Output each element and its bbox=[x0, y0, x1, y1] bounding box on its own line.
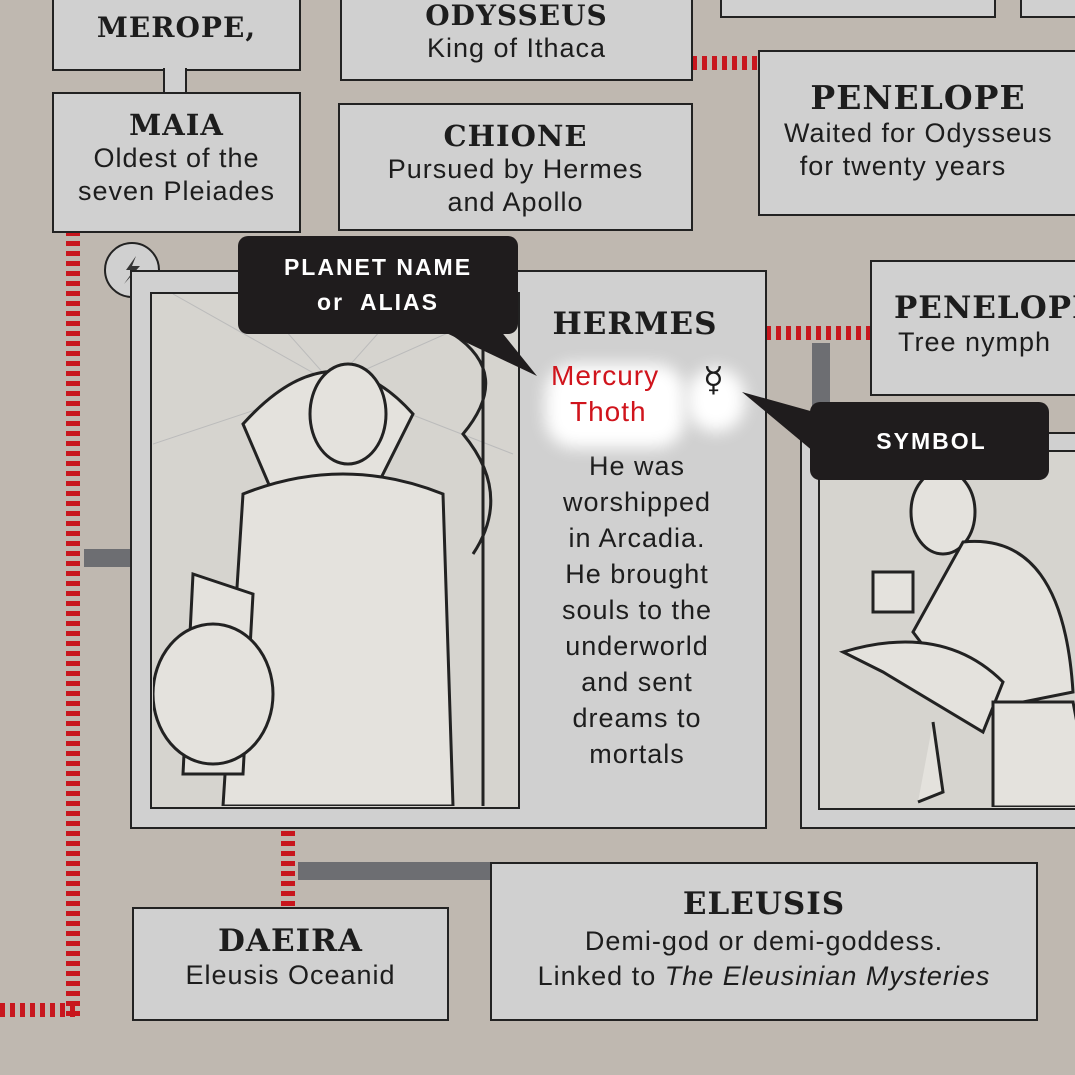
node-name: CHIONE bbox=[443, 119, 588, 153]
node-penelope[interactable]: PENELOPE Waited for Odysseus for twenty … bbox=[758, 50, 1075, 216]
node-odysseus[interactable]: ODYSSEUS King of Ithaca bbox=[340, 0, 693, 81]
desc-line: souls to the bbox=[561, 595, 713, 625]
node-eleusis[interactable]: ELEUSIS Demi-god or demi-goddess. Linked… bbox=[490, 862, 1038, 1021]
node-desc: King of Ithaca bbox=[426, 33, 607, 63]
symbol-callout: SYMBOL bbox=[810, 402, 1049, 480]
node-desc: Waited for Odysseus bbox=[784, 118, 1053, 148]
node-desc: Tree nymph bbox=[898, 327, 1052, 357]
desc-line: underworld bbox=[565, 631, 709, 661]
desc-line: in Arcadia. bbox=[568, 523, 706, 553]
pan-illustration bbox=[818, 450, 1075, 810]
desc-title: The Eleusinian Mysteries bbox=[664, 961, 991, 991]
node-top-2[interactable] bbox=[1020, 0, 1075, 18]
desc-line: dreams to bbox=[572, 703, 702, 733]
hermes-text-column: HERMES Mercury Thoth ☿ He was worshipped… bbox=[527, 272, 767, 772]
node-name: PENELOPE bbox=[894, 290, 1075, 326]
tab-connector bbox=[163, 68, 187, 95]
node-desc: Oldest of the bbox=[93, 143, 260, 173]
alias-name: Thoth bbox=[570, 396, 647, 427]
node-name: ELEUSIS bbox=[682, 886, 846, 922]
node-name: ODYSSEUS bbox=[425, 0, 608, 32]
mercury-symbol-icon: ☿ bbox=[703, 360, 724, 400]
node-maia[interactable]: MAIA Oldest of the seven Pleiades bbox=[52, 92, 301, 233]
node-desc: seven Pleiades bbox=[77, 176, 276, 206]
descent-line bbox=[84, 549, 130, 567]
marriage-line bbox=[692, 56, 758, 70]
desc-prefix: Linked to bbox=[537, 961, 665, 991]
hermes-illustration bbox=[150, 292, 520, 809]
node-pan[interactable] bbox=[800, 432, 1075, 829]
planet-name-callout: PLANET NAME or ALIAS bbox=[238, 236, 518, 334]
alias-name: Mercury bbox=[551, 360, 660, 391]
callout-text: PLANET NAME bbox=[283, 254, 473, 280]
node-desc: and Apollo bbox=[447, 187, 584, 217]
callout-text: SYMBOL bbox=[876, 428, 987, 454]
planet-callout-pointer bbox=[440, 330, 537, 376]
node-desc: Demi-god or demi-goddess. bbox=[584, 926, 944, 956]
node-name: MEROPE, bbox=[96, 11, 257, 44]
marriage-line bbox=[0, 1003, 78, 1017]
marriage-line bbox=[66, 232, 80, 1016]
node-daeira[interactable]: DAEIRA Eleusis Oceanid bbox=[132, 907, 449, 1021]
pan-figure-image bbox=[838, 468, 1075, 809]
node-name: HERMES bbox=[552, 306, 718, 342]
node-name: PENELOPE bbox=[810, 78, 1026, 117]
node-desc: Linked to The Eleusinian Mysteries bbox=[492, 960, 1036, 993]
hermes-description: He was worshipped in Arcadia. He brought… bbox=[507, 448, 767, 772]
desc-line: He was bbox=[588, 451, 686, 481]
symbol-callout-pointer bbox=[742, 392, 814, 452]
node-penelope-nymph[interactable]: PENELOPE Tree nymph bbox=[870, 260, 1075, 396]
node-desc: Eleusis Oceanid bbox=[185, 960, 396, 990]
desc-line: worshipped bbox=[562, 487, 712, 517]
descent-line bbox=[298, 862, 490, 880]
desc-line: mortals bbox=[589, 739, 685, 769]
callout-text: or ALIAS bbox=[317, 289, 439, 315]
node-desc: for twenty years bbox=[799, 151, 1007, 181]
desc-line: He brought bbox=[565, 559, 709, 589]
desc-line: and sent bbox=[581, 667, 693, 697]
alias-highlight bbox=[545, 364, 685, 448]
node-hermes[interactable]: HERMES Mercury Thoth ☿ He was worshipped… bbox=[130, 270, 767, 829]
symbol-highlight bbox=[687, 368, 745, 432]
node-chione[interactable]: CHIONE Pursued by Hermes and Apollo bbox=[338, 103, 693, 231]
marriage-line bbox=[766, 326, 870, 340]
node-desc: Pursued by Hermes bbox=[387, 154, 644, 184]
alias-block: Mercury Thoth ☿ bbox=[527, 360, 767, 434]
node-top-1[interactable] bbox=[720, 0, 996, 18]
node-name: DAEIRA bbox=[218, 923, 363, 959]
node-name: MAIA bbox=[129, 108, 224, 142]
hermes-figure-image bbox=[152, 294, 513, 807]
marriage-line bbox=[281, 828, 295, 906]
